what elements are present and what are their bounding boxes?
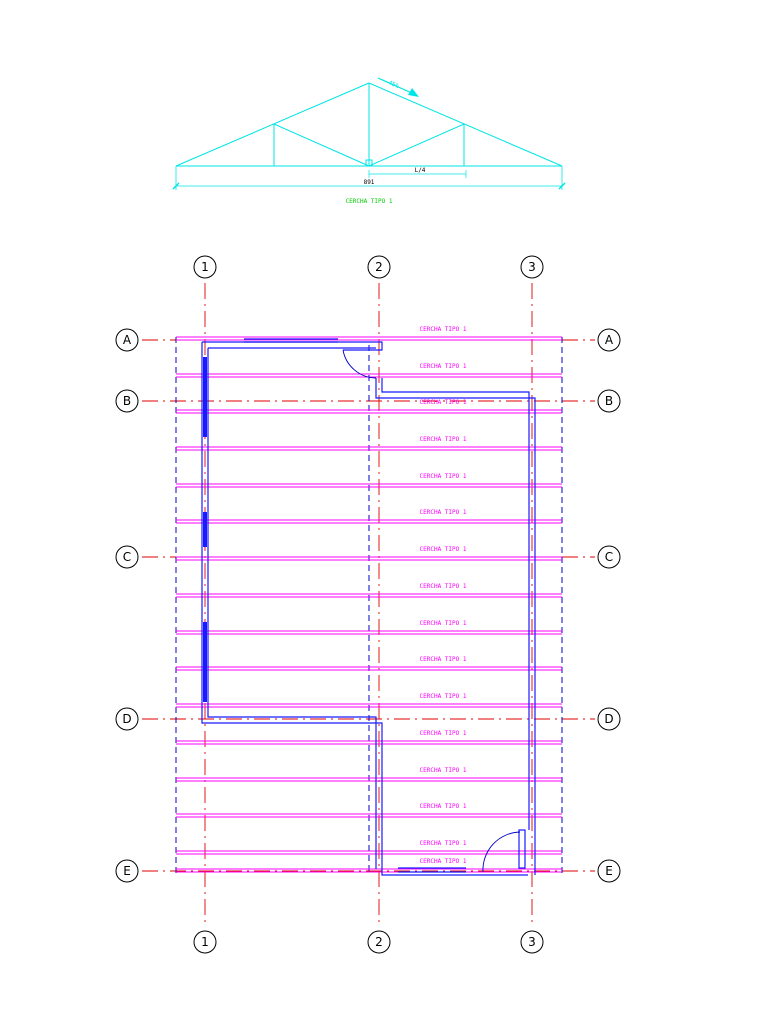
truss-lines: CERCHA TIPO 1 CERCHA TIPO 1 CERCHA TIPO 1 C… — [176, 326, 562, 873]
truss-line-label: CERCHA TIPO 1 — [420, 620, 467, 627]
truss-line: CERCHA TIPO 1 — [176, 803, 562, 818]
truss-elevation — [175, 82, 563, 167]
truss-line: CERCHA TIPO 1 — [176, 436, 562, 451]
truss-line: CERCHA TIPO 1 — [176, 399, 562, 414]
roof-outline — [175, 337, 563, 875]
truss-line-label: CERCHA TIPO 1 — [420, 767, 467, 774]
truss-line: CERCHA TIPO 1 — [176, 656, 562, 671]
bubble-label-1-top: 1 — [201, 260, 209, 274]
slope-arrow: 45% — [377, 77, 419, 97]
truss-line: CERCHA TIPO 1 — [176, 326, 562, 341]
truss-line: CERCHA TIPO 1 — [176, 583, 562, 598]
bubble-2-top — [367, 255, 391, 279]
truss-top-chord-right — [368, 82, 563, 167]
truss-line-label: CERCHA TIPO 1 — [420, 693, 467, 700]
bubble-e-left — [115, 859, 139, 883]
truss-line-label: CERCHA TIPO 1 — [420, 546, 467, 553]
grid-bubble-labels: 1 2 3 1 2 3 A B C D E A B C D E — [122, 260, 614, 949]
slope-label: 45% — [387, 79, 400, 90]
bubble-label-e-left: E — [123, 864, 131, 878]
grid-bubbles — [115, 255, 621, 954]
truss-line: CERCHA TIPO 1 — [176, 509, 562, 524]
bubble-label-2-top: 2 — [375, 260, 383, 274]
truss-line-label: CERCHA TIPO 1 — [420, 583, 467, 590]
truss-diagonal-left — [273, 123, 370, 167]
wall-right-inner — [381, 378, 530, 830]
panel-label: L/4 — [415, 167, 426, 174]
truss-line-label: CERCHA TIPO 1 — [420, 363, 467, 370]
bubble-1-bottom — [193, 930, 217, 954]
truss-line-label: CERCHA TIPO 1 — [420, 436, 467, 443]
truss-line: CERCHA TIPO 1 — [176, 620, 562, 635]
walls — [201, 338, 536, 876]
truss-gusset-plate — [365, 159, 373, 167]
bubble-d-right — [597, 707, 621, 731]
bubble-a-right — [597, 328, 621, 352]
bubble-label-c-right: C — [605, 550, 613, 564]
truss-line-label: CERCHA TIPO 1 — [420, 858, 467, 865]
wall-right-outer — [375, 378, 536, 875]
bubble-1-top — [193, 255, 217, 279]
truss-line: CERCHA TIPO 1 — [176, 693, 562, 708]
truss-line: CERCHA TIPO 1 — [176, 546, 562, 561]
truss-line-label: CERCHA TIPO 1 — [420, 399, 467, 406]
bubble-label-e-right: E — [605, 864, 613, 878]
truss-diagonal-right — [368, 123, 465, 167]
bubble-label-b-left: B — [123, 394, 131, 408]
truss-line-label: CERCHA TIPO 1 — [420, 730, 467, 737]
bubble-label-d-right: D — [604, 712, 613, 726]
bubble-c-right — [597, 545, 621, 569]
truss-line-label: CERCHA TIPO 1 — [420, 473, 467, 480]
truss-line: CERCHA TIPO 1 — [176, 767, 562, 782]
bubble-3-bottom — [520, 930, 544, 954]
truss-line: CERCHA TIPO 1 — [176, 730, 562, 745]
span-label: 891 — [364, 179, 375, 186]
wall-outer-lower — [201, 342, 528, 876]
bubble-d-left — [115, 707, 139, 731]
bubble-label-c-left: C — [123, 550, 131, 564]
wall-inner-lower — [207, 348, 377, 869]
bubble-label-d-left: D — [122, 712, 131, 726]
truss-title: CERCHA TIPO 1 — [346, 198, 393, 205]
bubble-c-left — [115, 545, 139, 569]
bubble-label-2-bottom: 2 — [375, 935, 383, 949]
truss-line-label: CERCHA TIPO 1 — [420, 656, 467, 663]
door-swings — [342, 349, 521, 873]
span-dimension — [172, 166, 566, 190]
bubble-label-a-right: A — [605, 333, 614, 347]
door-leaf-right — [518, 829, 526, 869]
bubble-a-left — [115, 328, 139, 352]
truss-line-label: CERCHA TIPO 1 — [420, 803, 467, 810]
bubble-label-1-bottom: 1 — [201, 935, 209, 949]
truss-line: CERCHA TIPO 1 — [176, 473, 562, 488]
truss-line-label: CERCHA TIPO 1 — [420, 840, 467, 847]
truss-line: CERCHA TIPO 1 — [176, 858, 562, 873]
truss-line-label: CERCHA TIPO 1 — [420, 326, 467, 333]
bubble-b-left — [115, 389, 139, 413]
bubble-3-top — [520, 255, 544, 279]
door-swing-top — [342, 349, 377, 379]
bubble-label-a-left: A — [123, 333, 132, 347]
bubble-label-3-top: 3 — [528, 260, 536, 274]
panel-dimension — [368, 170, 467, 178]
bubble-e-right — [597, 859, 621, 883]
bubble-label-3-bottom: 3 — [528, 935, 536, 949]
truss-line-label: CERCHA TIPO 1 — [420, 509, 467, 516]
bubble-2-bottom — [367, 930, 391, 954]
wall-top-outer — [202, 341, 383, 351]
bubble-b-right — [597, 389, 621, 413]
bubble-label-b-right: B — [605, 394, 613, 408]
truss-line: CERCHA TIPO 1 — [176, 840, 562, 855]
door-swing-bottom — [482, 831, 521, 873]
truss-top-chord-left — [175, 82, 370, 167]
